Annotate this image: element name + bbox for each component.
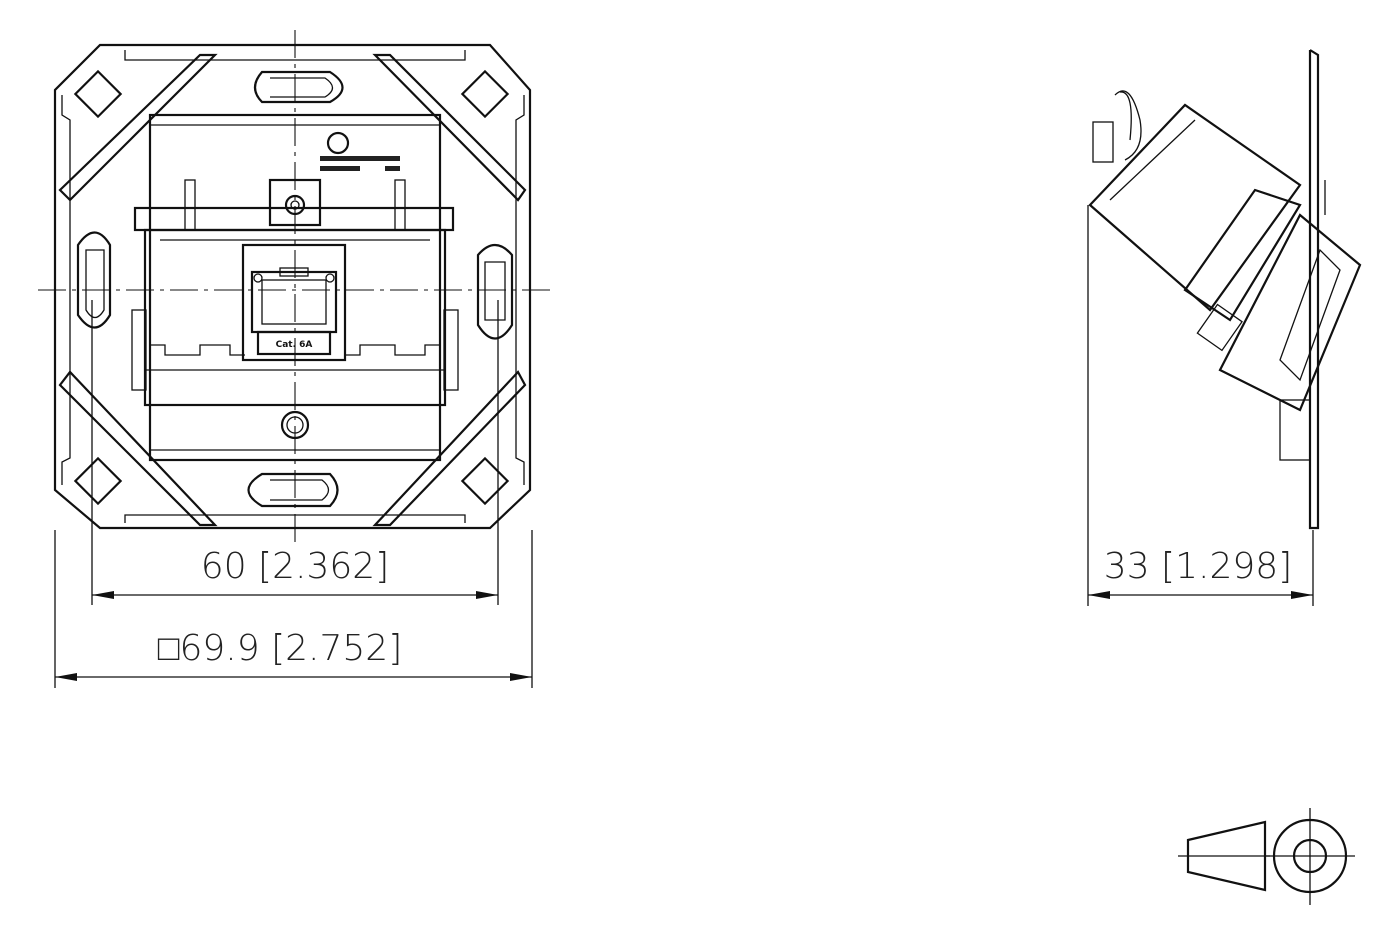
keyhole-slot-top xyxy=(253,70,344,104)
corner-hole xyxy=(460,69,510,119)
side-jack-body xyxy=(1088,103,1302,312)
corner-hole xyxy=(460,456,510,506)
front-view: Cat. 6A 60 [2.362] □69.9 [2.752] xyxy=(38,30,552,688)
corner-hole xyxy=(73,456,123,506)
dimension-hole-spacing: 60 [2.362] xyxy=(201,546,389,587)
keyhole-slot-left xyxy=(76,231,112,329)
cat-label-box xyxy=(256,330,332,356)
dimension-depth: 33 [1.298] xyxy=(1104,546,1292,587)
side-plate xyxy=(1308,49,1320,530)
mounting-plate-outline xyxy=(53,43,532,530)
keyhole-slot-bottom xyxy=(247,472,339,508)
rj45-jack xyxy=(241,243,347,362)
jack-label: Cat. 6A xyxy=(276,340,313,350)
side-view: 33 [1.298] xyxy=(1087,49,1362,606)
keyhole-slot-right xyxy=(476,243,514,340)
ul-listed-logo xyxy=(326,131,350,155)
corner-hole xyxy=(73,69,123,119)
dimension-plate-square: □69.9 [2.752] xyxy=(158,628,403,669)
projection-symbol xyxy=(1178,808,1355,905)
